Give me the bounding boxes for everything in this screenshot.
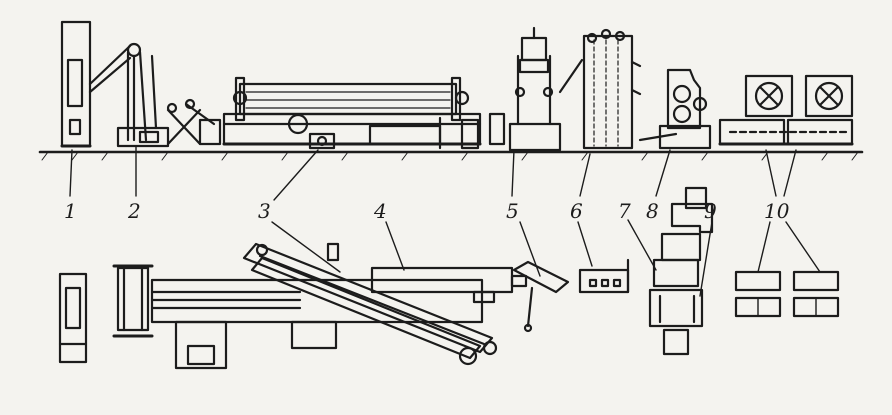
floor-line (38, 150, 864, 161)
machine-1-cabinet (60, 20, 92, 148)
machine-3-4-press (222, 76, 482, 150)
label-1: 1 (64, 199, 77, 223)
label-3: 3 (258, 199, 271, 223)
label-9: 9 (704, 199, 717, 223)
label-6: 6 (570, 199, 583, 223)
machine-5-stand (488, 26, 584, 152)
label-5: 5 (506, 199, 519, 223)
machine-10-winders (718, 74, 854, 146)
machine-7-8-rollers (638, 68, 712, 150)
feed-section (166, 98, 222, 146)
label-8: 8 (646, 199, 659, 223)
machine-2-unwind-stand (116, 42, 170, 148)
label-4: 4 (373, 199, 387, 223)
plan-2 (112, 264, 154, 338)
plan-10 (734, 270, 840, 318)
side-elevation-view (38, 20, 864, 161)
label-7: 7 (618, 199, 631, 223)
plan-6 (578, 258, 630, 294)
callout-labels: 1 2 3 4 5 6 7 8 9 10 (64, 199, 790, 223)
plan-7-8-9 (648, 186, 714, 356)
plan-3-diagonal (242, 242, 498, 366)
plan-view (58, 186, 840, 370)
leader-lines (69, 145, 821, 297)
machine-6-tower (582, 28, 642, 150)
label-2: 2 (127, 199, 141, 223)
label-10: 10 (764, 199, 790, 223)
plan-1 (58, 272, 88, 364)
plan-5 (510, 260, 570, 333)
